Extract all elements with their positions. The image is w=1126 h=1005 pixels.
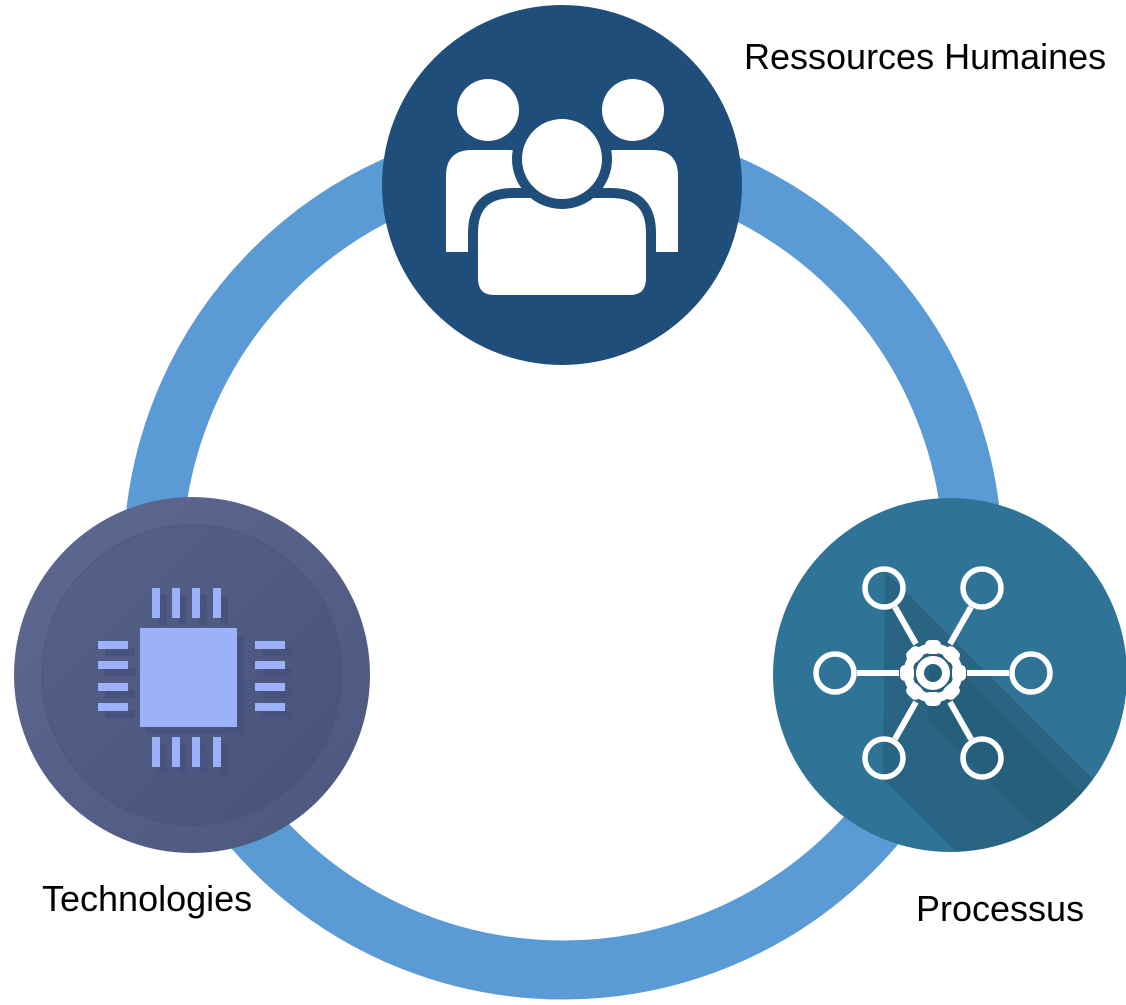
node-circle-ressources-humaines [382,5,742,365]
process-hub-icon [813,566,1053,780]
long-shadow [883,571,1126,852]
node-circle-technologies [14,497,370,853]
node-circle-processus [773,498,1126,852]
people-icon [446,79,678,305]
chip-icon [98,588,292,774]
node-label-ressources-humaines: Ressources Humaines [744,36,1107,77]
gear-icon [900,640,966,706]
node-label-processus: Processus [916,888,1085,929]
node-label-technologies: Technologies [42,878,253,919]
